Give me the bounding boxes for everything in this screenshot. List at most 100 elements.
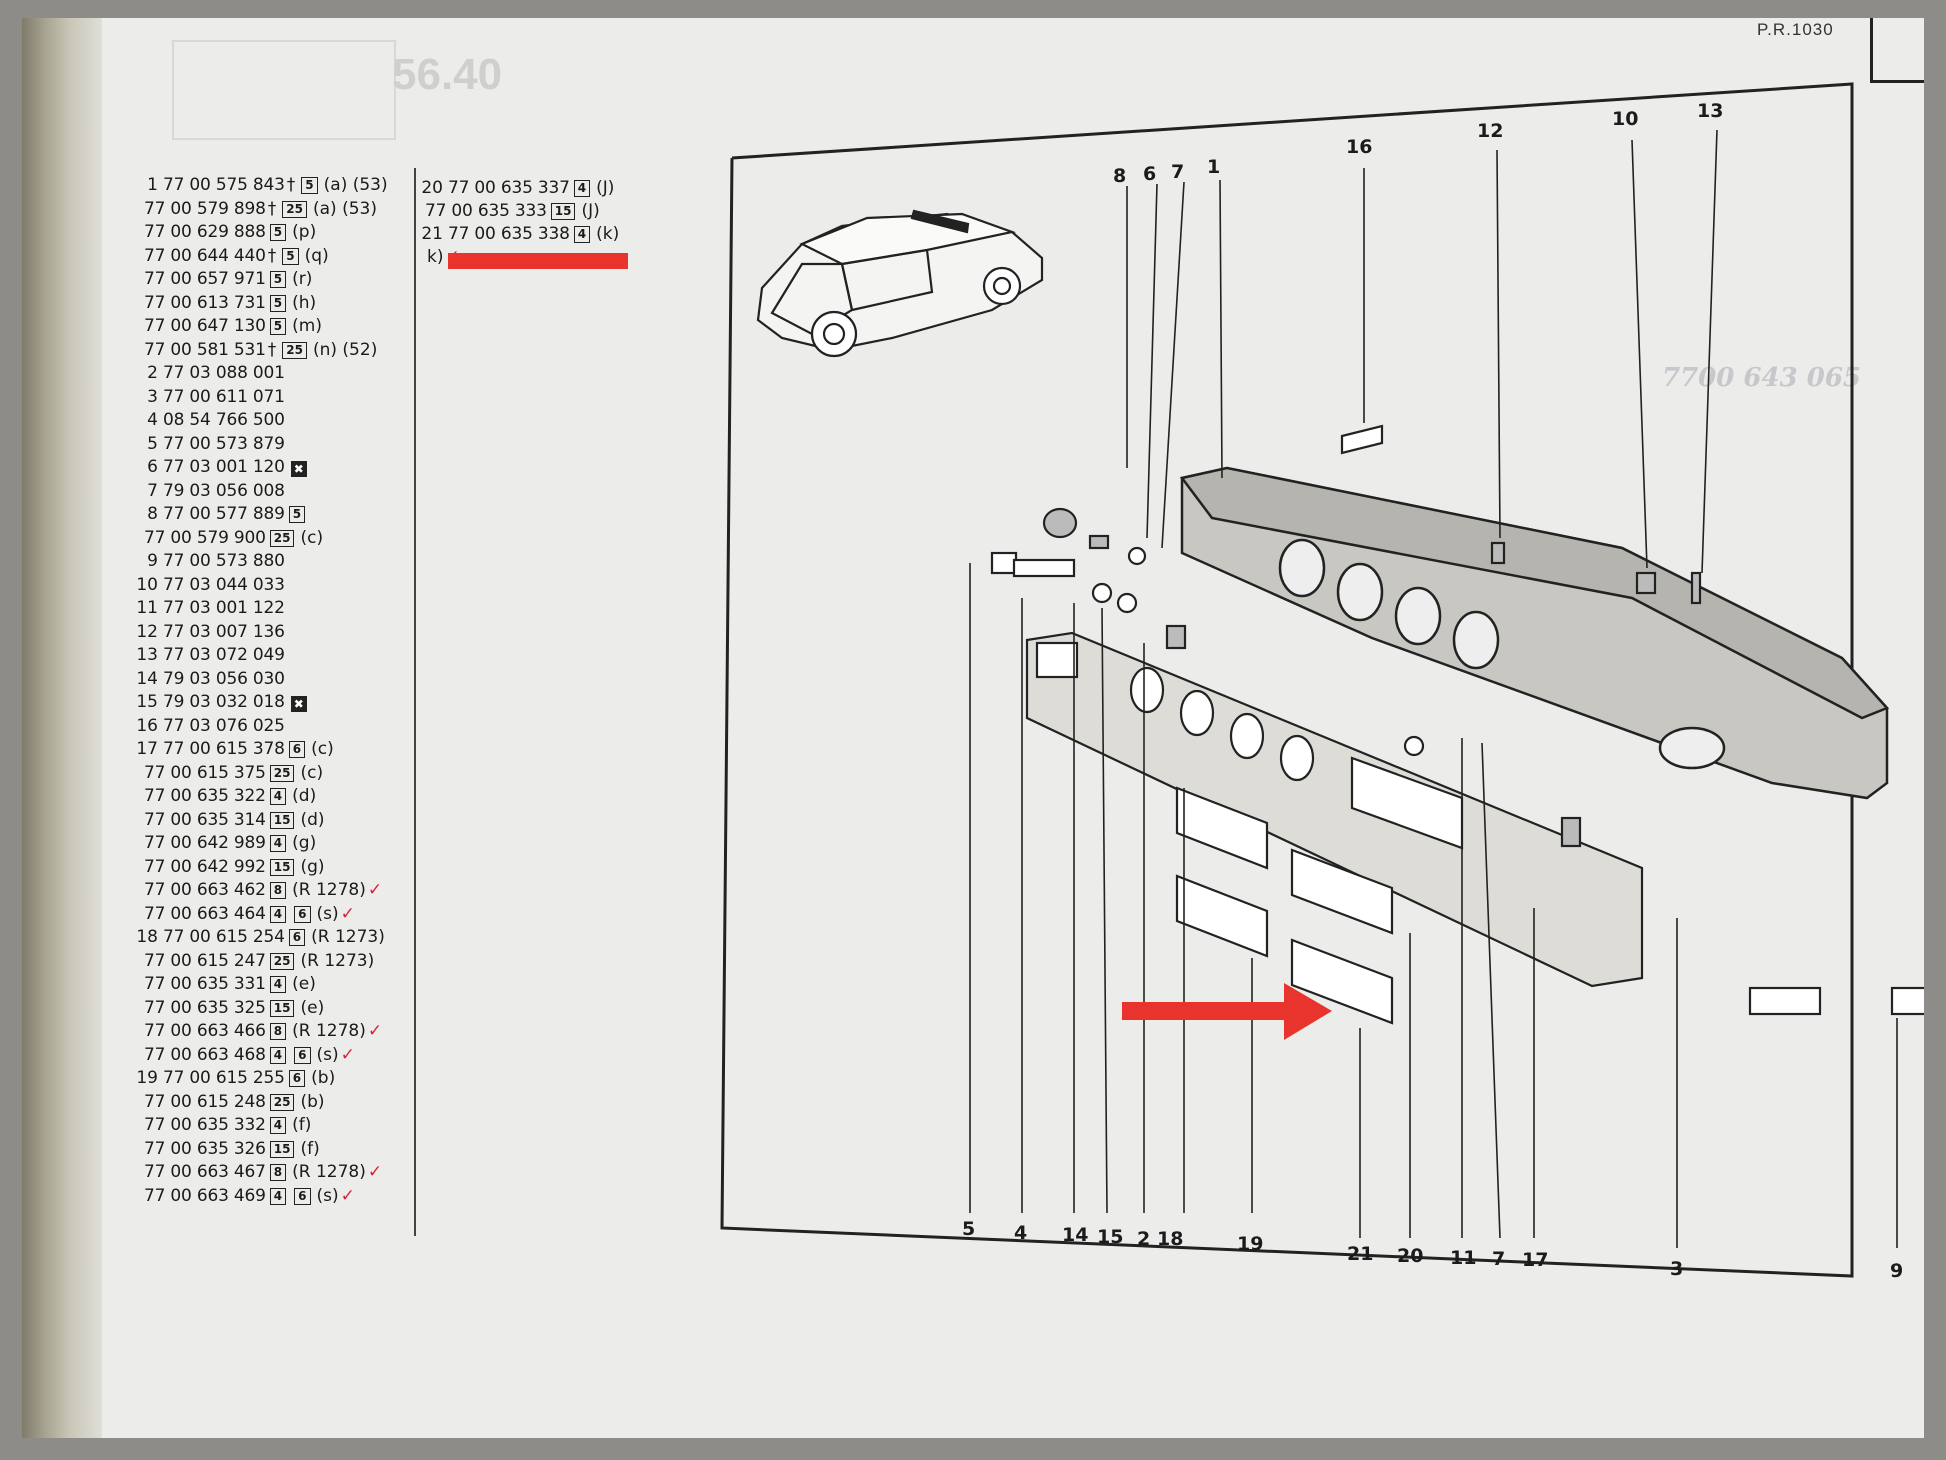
callout-12: 12 [1477, 120, 1504, 142]
item-number: 10 [136, 574, 158, 595]
item-number: 7 [147, 480, 158, 501]
part-row: 77 00 581 531†25(n) (52) [144, 340, 377, 362]
part-number: 77 00 611 071 [163, 386, 285, 407]
part-number: 77 00 657 971 [144, 269, 266, 289]
callout-6: 6 [1143, 163, 1157, 185]
callout-16: 16 [1346, 136, 1373, 158]
qty-box-icon: 4 [269, 1187, 287, 1205]
part-number: 77 00 615 375 [144, 762, 266, 783]
item-number: 12 [136, 621, 158, 642]
callout-7-bottom: 7 [1492, 1248, 1506, 1270]
dagger-icon: † [267, 339, 277, 360]
column-divider [414, 168, 416, 1236]
item-number: 6 [147, 457, 158, 477]
part-number: 77 00 635 337 [448, 178, 570, 198]
cross-box-icon: ✖ [290, 461, 307, 477]
qty-box-icon: 6 [288, 741, 306, 758]
item-number: 14 [136, 668, 158, 689]
item-number: 4 [147, 410, 158, 430]
part-annotation: (J) [596, 178, 615, 198]
qty-box-icon: 15 [550, 203, 576, 220]
part-number: 77 00 573 879 [163, 433, 285, 454]
part-number: 77 00 615 248 [144, 1091, 266, 1112]
part-number: 77 00 635 326 [144, 1138, 266, 1159]
part-annotation: (s) [316, 903, 339, 924]
part-annotation: (s) [316, 1185, 339, 1206]
part-number: 77 00 613 731 [144, 292, 266, 313]
qty-box-icon: 4 [269, 976, 287, 993]
callout-5: 5 [962, 1218, 976, 1240]
qty-box-icon: 15 [269, 858, 295, 876]
part-annotation: (d) [292, 786, 317, 806]
item-number: 11 [136, 598, 158, 618]
diagram-frame [720, 82, 1854, 1278]
qty-box-icon: 25 [269, 764, 295, 782]
qty-box-icon: 5 [269, 318, 287, 335]
red-check-icon: ✓ [367, 880, 383, 900]
qty-box-icon: 4 [573, 226, 591, 243]
part-number: 77 00 615 254 [163, 927, 285, 947]
qty-box-icon: 25 [269, 529, 295, 547]
part-number: 77 00 615 255 [163, 1068, 285, 1088]
callout-15: 15 [1097, 1226, 1124, 1248]
car-illustration [756, 209, 1044, 358]
part-number: 77 00 579 898 [144, 198, 266, 219]
qty-box-icon: 5 [269, 271, 287, 288]
part-annotation: (h) [292, 292, 317, 313]
part-number: 77 03 076 025 [163, 715, 285, 736]
qty-box-icon: 4 [269, 905, 287, 923]
diagram-svg [720, 82, 1924, 1278]
part-number: 77 03 001 120 [163, 457, 285, 477]
callout-17: 17 [1522, 1249, 1549, 1271]
part-number: 77 00 635 314 [144, 809, 266, 830]
part-row: 77 00 644 440†5(q) [144, 246, 329, 268]
qty-box-icon: 8 [269, 1023, 287, 1040]
part-number: 77 00 663 464 [144, 903, 266, 924]
qty-box-icon: 25 [269, 1093, 295, 1111]
qty-box-icon: 15 [269, 811, 295, 829]
part-number: 77 00 635 322 [144, 786, 266, 806]
part-number: 77 00 577 889 [163, 504, 285, 524]
page-reference: P.R.1030 [1757, 20, 1834, 39]
qty-box-icon: 5 [301, 177, 318, 194]
part-number: 77 00 663 462 [144, 880, 266, 900]
red-check-icon: ✓ [367, 1021, 383, 1041]
qty-box-icon: 6 [294, 905, 311, 923]
part-number: 77 00 615 247 [144, 950, 266, 971]
part-number: 77 00 644 440 [144, 245, 266, 266]
item-number: 9 [147, 551, 158, 571]
qty-box-icon: 4 [269, 1117, 287, 1134]
part-number: 77 00 573 880 [163, 551, 285, 571]
callout-21: 21 [1347, 1243, 1374, 1265]
qty-box-icon: 6 [288, 1070, 306, 1087]
item-number: 17 [136, 739, 158, 759]
part-annotation: (s) [316, 1044, 339, 1065]
qty-box-icon: 25 [269, 952, 295, 970]
callout-1: 1 [1207, 156, 1221, 178]
part-annotation: (b) [300, 1091, 325, 1112]
part-number: 77 00 575 843 [163, 175, 285, 195]
red-check-icon: ✓ [340, 1185, 355, 1206]
part-annotation: (c) [300, 762, 324, 783]
part-number: 77 00 663 466 [144, 1021, 266, 1041]
page-stack-edge [22, 18, 102, 1438]
qty-box-icon: 8 [269, 882, 287, 899]
part-number: 77 00 579 900 [144, 527, 266, 548]
dashboard-shell [1179, 466, 1890, 800]
